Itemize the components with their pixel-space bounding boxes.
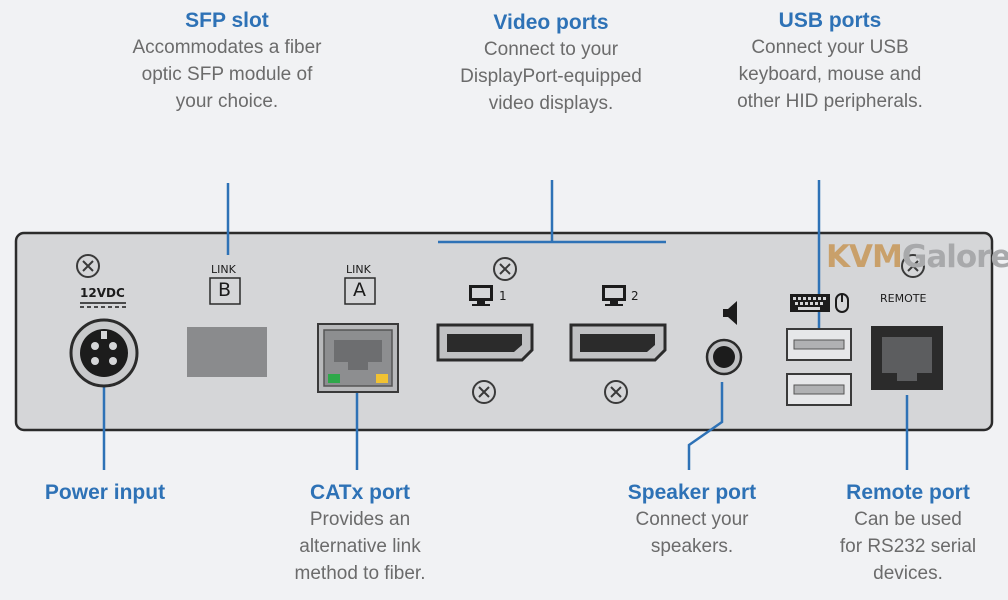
power-title: Power input — [44, 481, 166, 504]
usb-port-2 — [786, 373, 852, 406]
power-connector — [69, 318, 139, 388]
sfp-slot — [187, 327, 267, 377]
power-callout: Power input — [24, 480, 186, 506]
remote-label: REMOTE — [880, 292, 927, 305]
video-2-number: 2 — [631, 289, 639, 303]
watermark-logo: KVMGalore — [826, 239, 1008, 275]
remote-callout: Remote port Can be used for RS232 serial… — [820, 480, 996, 587]
sfp-callout: SFP slot Accommodates a fiber optic SFP … — [101, 8, 353, 115]
screw-icon — [493, 257, 517, 281]
speaker-callout: Speaker port Connect your speakers. — [606, 480, 778, 560]
catx-port — [317, 323, 399, 393]
video-callout: Video ports Connect to your DisplayPort-… — [431, 10, 671, 117]
displayport-1 — [436, 323, 534, 362]
video-description: Connect to your DisplayPort-equipped vid… — [460, 39, 642, 114]
sfp-description: Accommodates a fiber optic SFP module of… — [132, 37, 322, 112]
monitor-icon — [469, 285, 493, 306]
speaker-leader-line — [687, 382, 724, 470]
usb-port-1 — [786, 328, 852, 361]
remote-port — [871, 326, 943, 390]
remote-title: Remote port — [846, 481, 970, 504]
displayport-2 — [569, 323, 667, 362]
screw-icon — [76, 254, 100, 278]
usb-callout: USB ports Connect your USB keyboard, mou… — [706, 8, 954, 115]
power-label: 12VDC — [80, 286, 125, 300]
speaker-jack — [705, 338, 743, 376]
link-led-yellow — [376, 374, 388, 383]
remote-description: Can be used for RS232 serial devices. — [839, 509, 977, 584]
speaker-icon — [723, 301, 737, 325]
link-led-green — [328, 374, 340, 383]
mouse-icon — [835, 293, 849, 313]
video-title: Video ports — [493, 11, 609, 34]
screw-icon — [901, 254, 925, 278]
link-b-box — [209, 277, 241, 305]
monitor-icon — [602, 285, 626, 306]
link-a-letter: A — [353, 279, 366, 301]
sfp-title: SFP slot — [185, 9, 269, 32]
screw-icon — [472, 380, 496, 404]
screw-icon — [604, 380, 628, 404]
keyboard-icon — [790, 294, 830, 312]
catx-description: Provides an alternative link method to f… — [294, 509, 426, 584]
usb-description: Connect your USB keyboard, mouse and oth… — [737, 37, 923, 112]
link-b-word: LINK — [211, 263, 236, 276]
watermark-part-1: KVM — [826, 239, 903, 275]
speaker-description: Connect your speakers. — [635, 509, 749, 557]
link-a-box — [344, 277, 376, 305]
link-b-letter: B — [218, 279, 232, 301]
watermark-part-2: Galore — [901, 239, 1008, 275]
speaker-title: Speaker port — [627, 481, 757, 504]
catx-callout: CATx port Provides an alternative link m… — [262, 480, 458, 587]
video-1-number: 1 — [499, 289, 507, 303]
usb-title: USB ports — [778, 9, 882, 32]
catx-title: CATx port — [310, 481, 410, 504]
link-a-word: LINK — [346, 263, 371, 276]
